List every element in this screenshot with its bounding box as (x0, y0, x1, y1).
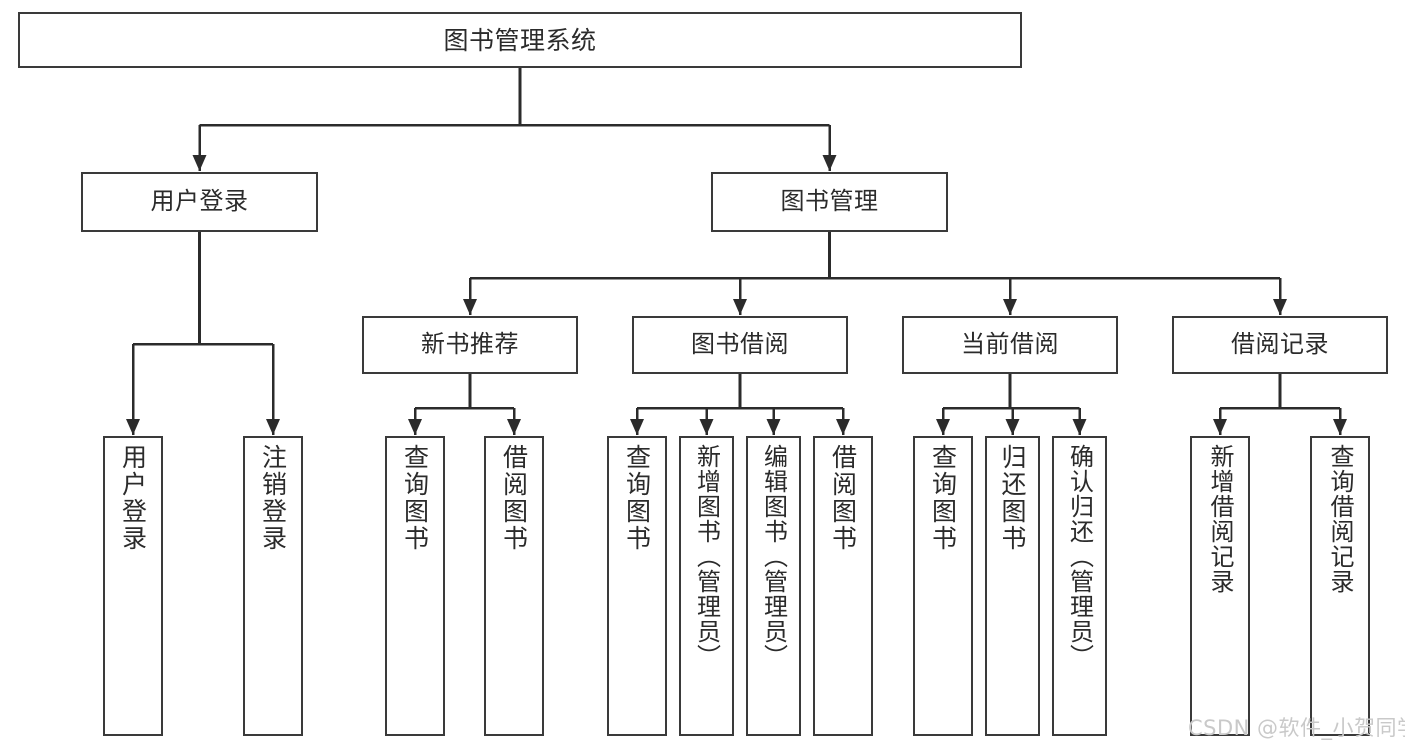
node-label: 借阅记录 (1231, 330, 1329, 359)
node-book-borrow[interactable]: 图书借阅 (632, 316, 848, 374)
node-label: 新书推荐 (421, 330, 519, 359)
node-leaf-query-2[interactable]: 查询图书 (607, 436, 667, 736)
node-label: 查询图书 (928, 444, 958, 552)
node-label: 借阅图书 (499, 444, 529, 552)
node-new-book-rec[interactable]: 新书推荐 (362, 316, 578, 374)
node-user-login[interactable]: 用户登录 (81, 172, 318, 232)
node-leaf-borrow-2[interactable]: 借阅图书 (813, 436, 873, 736)
node-borrow-record[interactable]: 借阅记录 (1172, 316, 1388, 374)
node-leaf-query-rec[interactable]: 查询借阅记录 (1310, 436, 1370, 736)
node-label: 借阅图书 (828, 444, 858, 552)
node-label: 编辑图书（管理员） (759, 444, 788, 669)
node-label: 查询图书 (622, 444, 652, 552)
node-leaf-add-book[interactable]: 新增图书（管理员） (679, 436, 734, 736)
node-root[interactable]: 图书管理系统 (18, 12, 1022, 68)
node-leaf-return[interactable]: 归还图书 (985, 436, 1040, 736)
node-label: 查询图书 (400, 444, 430, 552)
node-label: 当前借阅 (961, 330, 1059, 359)
node-label: 用户登录 (118, 444, 148, 552)
node-leaf-add-rec[interactable]: 新增借阅记录 (1190, 436, 1250, 736)
node-label: 查询借阅记录 (1326, 444, 1354, 594)
node-book-manage[interactable]: 图书管理 (711, 172, 948, 232)
node-label: 用户登录 (150, 187, 249, 216)
node-label: 新增图书（管理员） (692, 444, 721, 669)
node-label: 图书借阅 (691, 330, 789, 359)
node-label: 注销登录 (258, 444, 288, 552)
node-label: 确认归还（管理员） (1065, 444, 1094, 669)
node-current-borrow[interactable]: 当前借阅 (902, 316, 1118, 374)
node-leaf-logout[interactable]: 注销登录 (243, 436, 303, 736)
node-leaf-borrow-1[interactable]: 借阅图书 (484, 436, 544, 736)
node-label: 新增借阅记录 (1206, 444, 1234, 594)
node-leaf-query-1[interactable]: 查询图书 (385, 436, 445, 736)
watermark: CSDN @软件_小贺同学 (1188, 716, 1405, 740)
node-label: 图书管理系统 (443, 25, 597, 55)
node-label: 图书管理 (780, 187, 879, 216)
node-leaf-confirm[interactable]: 确认归还（管理员） (1052, 436, 1107, 736)
node-label: 归还图书 (998, 444, 1027, 552)
node-leaf-user-login[interactable]: 用户登录 (103, 436, 163, 736)
node-leaf-query-3[interactable]: 查询图书 (913, 436, 973, 736)
node-leaf-edit-book[interactable]: 编辑图书（管理员） (746, 436, 801, 736)
